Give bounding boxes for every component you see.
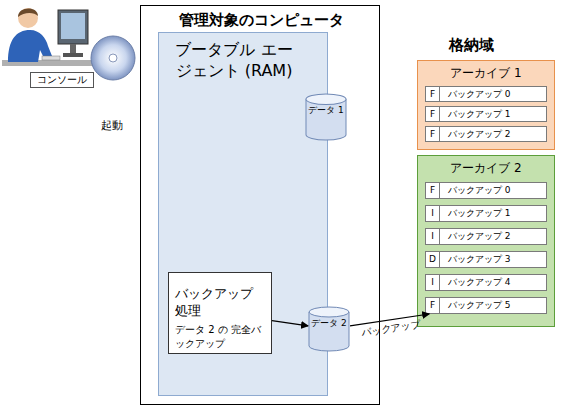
cylinder-body bbox=[306, 99, 346, 140]
node-title: データ 2 bbox=[308, 318, 350, 329]
storage-heading: 格納域 bbox=[449, 36, 494, 55]
node-title: アーカイブ 1 bbox=[418, 66, 554, 81]
flow-arrow bbox=[350, 314, 429, 326]
node-body: バックアップ 5 bbox=[440, 298, 511, 313]
node-title: バックアップ処理 bbox=[175, 285, 265, 319]
cd-disc bbox=[91, 36, 135, 80]
operator-head bbox=[18, 8, 38, 28]
node-body: データ 2 の 完全バックアップ bbox=[175, 323, 265, 351]
operator-hair bbox=[18, 9, 38, 17]
cylinder-shape bbox=[308, 306, 350, 352]
archive-box: アーカイブ 2Fバックアップ 0Iバックアップ 1Iバックアップ 2Dバックアッ… bbox=[417, 155, 555, 327]
monitor bbox=[58, 10, 88, 44]
backup-row: Iバックアップ 2 bbox=[425, 228, 547, 245]
monitor-screen bbox=[61, 13, 85, 39]
monitor-stand bbox=[70, 44, 76, 54]
node-title: F bbox=[426, 127, 440, 141]
node-title: F bbox=[426, 107, 440, 121]
backup-row: Fバックアップ 0 bbox=[425, 86, 547, 102]
cylinder-shape bbox=[305, 93, 347, 141]
data-cylinder: データ 2 bbox=[308, 306, 350, 352]
flow-arrow bbox=[272, 321, 308, 326]
node-title: F bbox=[426, 298, 440, 313]
process-box: バックアップ処理データ 2 の 完全バックアップ bbox=[168, 272, 272, 354]
cylinder-top bbox=[309, 307, 349, 317]
cd-hole bbox=[109, 54, 117, 62]
action-label: 起動 bbox=[101, 118, 123, 133]
keyboard bbox=[42, 56, 60, 60]
monitor-base bbox=[63, 53, 83, 57]
node-body: バックアップ 1 bbox=[440, 107, 511, 121]
backup-row: Fバックアップ 0 bbox=[425, 182, 547, 199]
node-title: F bbox=[426, 87, 440, 101]
node-title: I bbox=[426, 229, 440, 244]
node-title: I bbox=[426, 206, 440, 221]
node-body: バックアップ 2 bbox=[440, 127, 511, 141]
archive-box: アーカイブ 1Fバックアップ 0Fバックアップ 1Fバックアップ 2 bbox=[417, 60, 555, 150]
node-title: ブータブル エージェント (RAM) bbox=[175, 39, 293, 81]
backup-row: Fバックアップ 5 bbox=[425, 297, 547, 314]
backup-row: Fバックアップ 1 bbox=[425, 106, 547, 122]
node-body: バックアップ 3 bbox=[440, 252, 511, 267]
backup-row: Iバックアップ 1 bbox=[425, 205, 547, 222]
node-title: 管理対象のコンピュータ bbox=[151, 11, 371, 29]
backup-row: Dバックアップ 3 bbox=[425, 251, 547, 268]
console-box: コンソール bbox=[30, 72, 94, 88]
cylinder-body bbox=[309, 312, 349, 351]
cylinder-top bbox=[306, 94, 346, 104]
backup-row: Iバックアップ 4 bbox=[425, 274, 547, 291]
node-body: バックアップ 4 bbox=[440, 275, 511, 290]
node-title: データ 1 bbox=[305, 105, 347, 116]
backup-row: Fバックアップ 2 bbox=[425, 126, 547, 142]
node-body: バックアップ 2 bbox=[440, 229, 511, 244]
node-body: バックアップ 0 bbox=[440, 183, 511, 198]
data-cylinder: データ 1 bbox=[305, 93, 347, 141]
node-body: バックアップ 0 bbox=[440, 87, 511, 101]
node-title: コンソール bbox=[37, 74, 87, 86]
node-body: バックアップ 1 bbox=[440, 206, 511, 221]
node-title: D bbox=[426, 252, 440, 267]
computer-box: 管理対象のコンピュータブータブル エージェント (RAM)バックアップ処理データ… bbox=[140, 5, 380, 405]
agent-box: ブータブル エージェント (RAM) バックアップ処理データ 2 の 完全バックア… bbox=[158, 32, 328, 396]
node-title: アーカイブ 2 bbox=[418, 161, 554, 176]
node-title: I bbox=[426, 275, 440, 290]
node-title: F bbox=[426, 183, 440, 198]
